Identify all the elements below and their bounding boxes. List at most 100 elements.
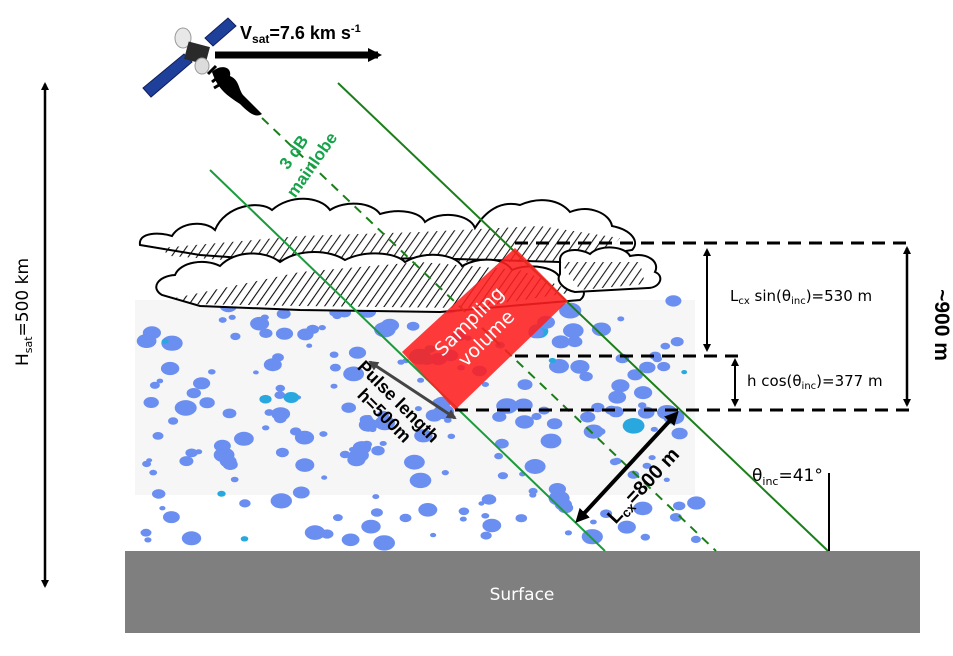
rain-drop — [270, 493, 292, 509]
antenna-dish-bottom — [194, 57, 210, 75]
rain-drop — [478, 501, 485, 506]
satellite-icon — [142, 17, 262, 116]
surface-label: Surface — [490, 585, 555, 605]
rain-drop — [638, 402, 647, 409]
beam-edge-left — [209, 169, 606, 552]
rain-drop — [177, 402, 185, 408]
rain-drop — [497, 472, 508, 480]
rain-drop — [371, 445, 385, 456]
rain-drop — [186, 388, 201, 399]
rain-drop — [515, 415, 534, 429]
rain-drop — [617, 520, 636, 534]
rain-drop — [272, 353, 284, 362]
rain-drop — [690, 535, 701, 544]
rain-drop — [152, 432, 164, 440]
rain-drop — [546, 418, 563, 430]
rain-drop — [329, 363, 341, 372]
pulse-length-arrow — [368, 360, 457, 420]
rain-drop — [259, 328, 273, 338]
velocity-label: Vsat=7.6 km s-1 — [240, 23, 361, 46]
rain-drop — [399, 513, 412, 523]
rain-drop — [373, 535, 396, 551]
rain-drop — [208, 369, 216, 375]
rain-drop — [217, 490, 226, 497]
rain-drop — [163, 511, 180, 524]
rain-drop — [548, 357, 557, 364]
rain-drop — [160, 361, 180, 376]
rain-drop — [295, 458, 315, 472]
rain-drop — [374, 415, 395, 431]
rain-drop — [681, 370, 688, 375]
antenna-dish-top — [174, 27, 192, 49]
rain-drop — [159, 506, 166, 511]
rain-drop — [637, 406, 655, 419]
rain-drop — [142, 326, 161, 340]
rain-drop — [492, 411, 507, 422]
rain-drop — [199, 397, 215, 409]
rain-drop — [250, 316, 270, 331]
rain-drop — [329, 351, 339, 358]
rain-drop — [179, 456, 194, 467]
rain-drop — [517, 379, 533, 390]
rain-drop — [321, 475, 328, 480]
antenna-pattern-lobe — [212, 67, 262, 116]
cross-track-arrow — [575, 411, 679, 523]
rain-drop — [140, 528, 152, 537]
rain-drop — [283, 392, 300, 403]
rain-drop — [649, 351, 661, 360]
rain-drop — [144, 537, 152, 543]
total-height-label: ~900 m — [930, 289, 953, 361]
rain-drop — [611, 379, 630, 393]
rain-drop — [240, 536, 249, 542]
rain-drop — [634, 386, 653, 400]
cloud-layer — [138, 197, 662, 314]
rain-drop — [640, 533, 650, 541]
rain-drop — [673, 501, 686, 511]
rain-drop — [161, 338, 169, 344]
rain-drop — [627, 369, 643, 381]
rain-drop — [531, 412, 542, 421]
rain-drop — [253, 370, 259, 375]
rain-drop — [458, 507, 470, 516]
rain-drop — [218, 317, 227, 323]
rain-drop — [570, 360, 590, 374]
rain-drop — [318, 325, 326, 331]
rain-drop — [181, 531, 202, 546]
solar-panel-left — [142, 53, 193, 98]
rain-drop — [580, 411, 596, 423]
rain-drop — [339, 450, 351, 459]
rain-drop — [447, 433, 456, 439]
rain-drop — [297, 328, 314, 341]
rain-drop — [361, 519, 381, 534]
rain-drop — [670, 337, 684, 347]
rain-drop — [660, 342, 671, 350]
rain-drop — [262, 425, 270, 431]
sin-term-label: Lcx sin(θinc)=530 m — [730, 287, 872, 307]
rain-drop — [168, 417, 179, 425]
rain-drop — [481, 382, 489, 387]
rain-drop — [230, 476, 239, 483]
beam-boresight — [261, 117, 717, 552]
mainlobe-label: 3 dB mainlobe — [276, 129, 342, 201]
rain-drop — [612, 457, 622, 465]
rain-drop — [260, 314, 269, 321]
rain-drop — [304, 525, 326, 540]
rain-drop — [524, 459, 546, 474]
rain-drop — [222, 408, 237, 419]
altitude-label: Hsat=500 km — [13, 258, 35, 366]
rain-drop — [482, 518, 502, 533]
beam-edge-right — [337, 82, 829, 552]
rain-drop — [349, 448, 369, 463]
rain-drop — [275, 384, 286, 392]
rain-drop — [559, 302, 582, 319]
rain-drop — [149, 381, 160, 389]
rain-drop — [514, 398, 533, 412]
rain-drop — [515, 514, 528, 523]
rain-drop — [372, 494, 380, 500]
rain-drop — [380, 318, 400, 332]
surface-block — [125, 551, 920, 633]
rain-drop — [185, 448, 198, 458]
rain-drop — [195, 449, 203, 455]
